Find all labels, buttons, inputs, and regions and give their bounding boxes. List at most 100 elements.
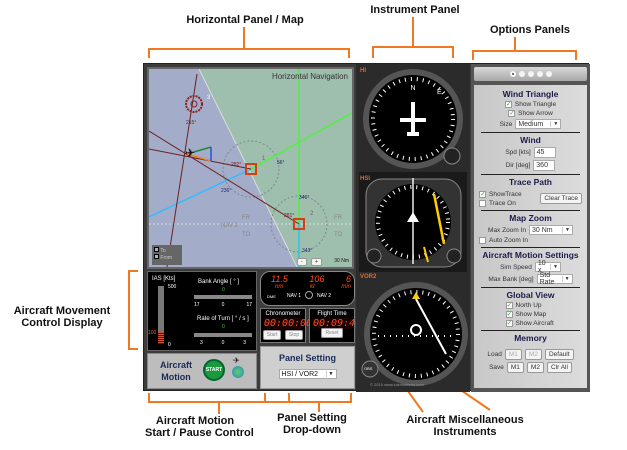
size-dropdown[interactable]: Medium▼ [515,119,562,129]
horizontal-navigation-map[interactable]: ✈ 3 1 2 NAV 2 FR TO FR TO 215° 282° 281°… [147,67,354,269]
heading-indicator: N E [363,69,463,169]
auto-zoom-checkbox[interactable] [479,237,486,244]
show-triangle-checkbox[interactable]: ✓ [504,101,512,108]
show-trace-checkbox[interactable]: ✓ [479,191,486,198]
bank-angle-slider[interactable] [194,295,252,299]
zoom-out-button[interactable]: - [297,258,307,266]
aircraft-motion-label: Aircraft Motion [159,360,192,382]
options-motion-bank-value: Std Rate [539,272,555,286]
show-arrow-checkbox[interactable]: ✓ [508,110,516,117]
bearing-label: 343° [302,248,312,254]
options-motion-sim-label: Sim Speed [500,263,532,271]
movement-rot-l: 3 [200,340,203,346]
aircraft-icon: ✈ [185,146,195,160]
aircraft-movement-display: IAS [Kts] 500 100 0 Bank Angle [ ° ] 0 1… [147,271,257,351]
page-dot-3[interactable] [527,71,534,77]
clear-all-button[interactable]: Clr All [546,362,572,373]
page-dot-4[interactable] [536,71,543,77]
bearing-label: 56° [277,160,285,166]
page-dot-2[interactable] [518,71,525,77]
trace-on-checkbox[interactable] [479,200,486,207]
nav-speed-u: kt [310,284,315,290]
annotation-instrument: Instrument Panel [370,4,460,16]
max-bank-dropdown[interactable]: Std Rate ▼ [536,272,573,286]
show-aircraft-checkbox[interactable]: ✓ [505,320,513,327]
nav-selector-knob[interactable] [305,291,313,299]
chronometer-value: 00:00:00 [264,318,313,329]
options-page-selector[interactable] [474,67,587,81]
options-wind-triangle-show-triangle: Show Triangle [514,101,557,108]
start-button[interactable]: START [203,359,225,381]
map-legend: To From [152,245,182,265]
flight-time: Flight Time 00:09:40 Reset [309,308,362,343]
ias-bar[interactable] [158,286,164,344]
wind-direction-input[interactable]: 360 [533,160,556,171]
nav1-label[interactable]: NAV 1 [287,293,302,299]
wind-title: Wind [520,135,541,145]
global-view-title: Global View [506,290,555,300]
north-up-checkbox[interactable]: ✓ [505,302,513,309]
annotation-motion: Aircraft Motion Start / Pause Control [145,415,254,439]
page-dot-1[interactable] [509,71,516,77]
load-m1-button[interactable]: M1 [504,349,522,360]
chrono-start-button[interactable]: Start [262,330,282,340]
vor2-label: VOR2 [360,274,377,280]
save-m2-button[interactable]: M2 [526,362,544,373]
rate-of-turn-label: Rate of Turn [ ° / s ] [197,316,249,322]
load-m2-button[interactable]: M2 [524,349,542,360]
copyright: © 2010 www.luizmonteiro.com [370,382,424,387]
chevron-down-icon: ▼ [561,276,570,282]
bearing-label: 346° [299,195,309,201]
options-memory-save: Save [489,364,504,371]
annotation-panel-setting: Panel Setting Drop-down [277,412,347,436]
rate-of-turn-slider[interactable] [194,333,252,337]
show-map-checkbox[interactable]: ✓ [505,311,513,318]
clear-trace-button[interactable]: Clear Trace [540,192,582,204]
flight-time-value: 00:09:40 [313,318,362,329]
panel-setting-label: Panel Setting [278,353,336,363]
flight-time-title: Flight Time [317,311,347,317]
map-nav2-label: NAV 2 [221,223,239,229]
options-motion-sim-value: 10 x [537,260,546,274]
svg-text:N: N [410,85,415,92]
panel-setting-dropdown[interactable]: HSI / VOR2 ▼ [278,369,337,379]
globe-view-icon[interactable] [232,366,244,378]
map-fr-label: FR [242,215,251,221]
movement-rot-r: 3 [243,340,246,346]
movement-bank-c: 0 [221,302,225,308]
waypoint-1: 1 [262,156,266,162]
page-dot-5[interactable] [545,71,552,77]
wind-triangle-title: Wind Triangle [502,89,559,99]
legend-from: From [160,255,173,261]
options-zoom-auto: Auto Zoom In [489,237,529,244]
rate-of-turn-value: 0 [222,324,225,330]
options-wind-triangle-show-arrow: Show Arrow [518,110,553,117]
options-zoom-max-value: 30 Nm [531,226,553,234]
wind-speed-input[interactable]: 45 [533,147,556,158]
sim-speed-dropdown[interactable]: 10 x▼ [534,260,561,274]
ias-min: 0 [168,342,171,348]
max-zoom-dropdown[interactable]: 30 Nm ▼ [528,225,573,235]
svg-text:E: E [437,89,442,96]
bearing-label: 215° [186,120,196,126]
chevron-down-icon: ▼ [562,227,570,233]
obs-knob[interactable]: OBS [364,366,373,371]
options-global-north-up: North Up [515,302,542,309]
nav-time-u: min [341,284,351,290]
chevron-down-icon: ▼ [325,371,334,377]
nav2-label[interactable]: NAV 2 [317,293,332,299]
panel-setting: Panel Setting HSI / VOR2 ▼ [260,346,355,389]
annotation-misc: Aircraft Miscellaneous Instruments [406,414,524,438]
panel-setting-value: HSI / VOR2 [281,370,319,378]
options-wind-dir-label: Dir [deg] [505,162,531,169]
zoom-in-button[interactable]: + [311,258,322,266]
flight-reset-button[interactable]: Reset [321,328,343,338]
load-default-button[interactable]: Default [544,349,574,360]
save-m1-button[interactable]: M1 [506,362,524,373]
chevron-down-icon: ▼ [549,264,558,270]
ias-value: 100 [148,330,157,336]
waypoint-2: 2 [310,211,314,217]
chrono-stop-button[interactable]: Stop [284,330,304,340]
map-fr-label-2: FR [334,215,343,221]
instrument-panel: HI N E HSI VOR2 OBS © 2010 www.luizmonte… [356,64,470,392]
